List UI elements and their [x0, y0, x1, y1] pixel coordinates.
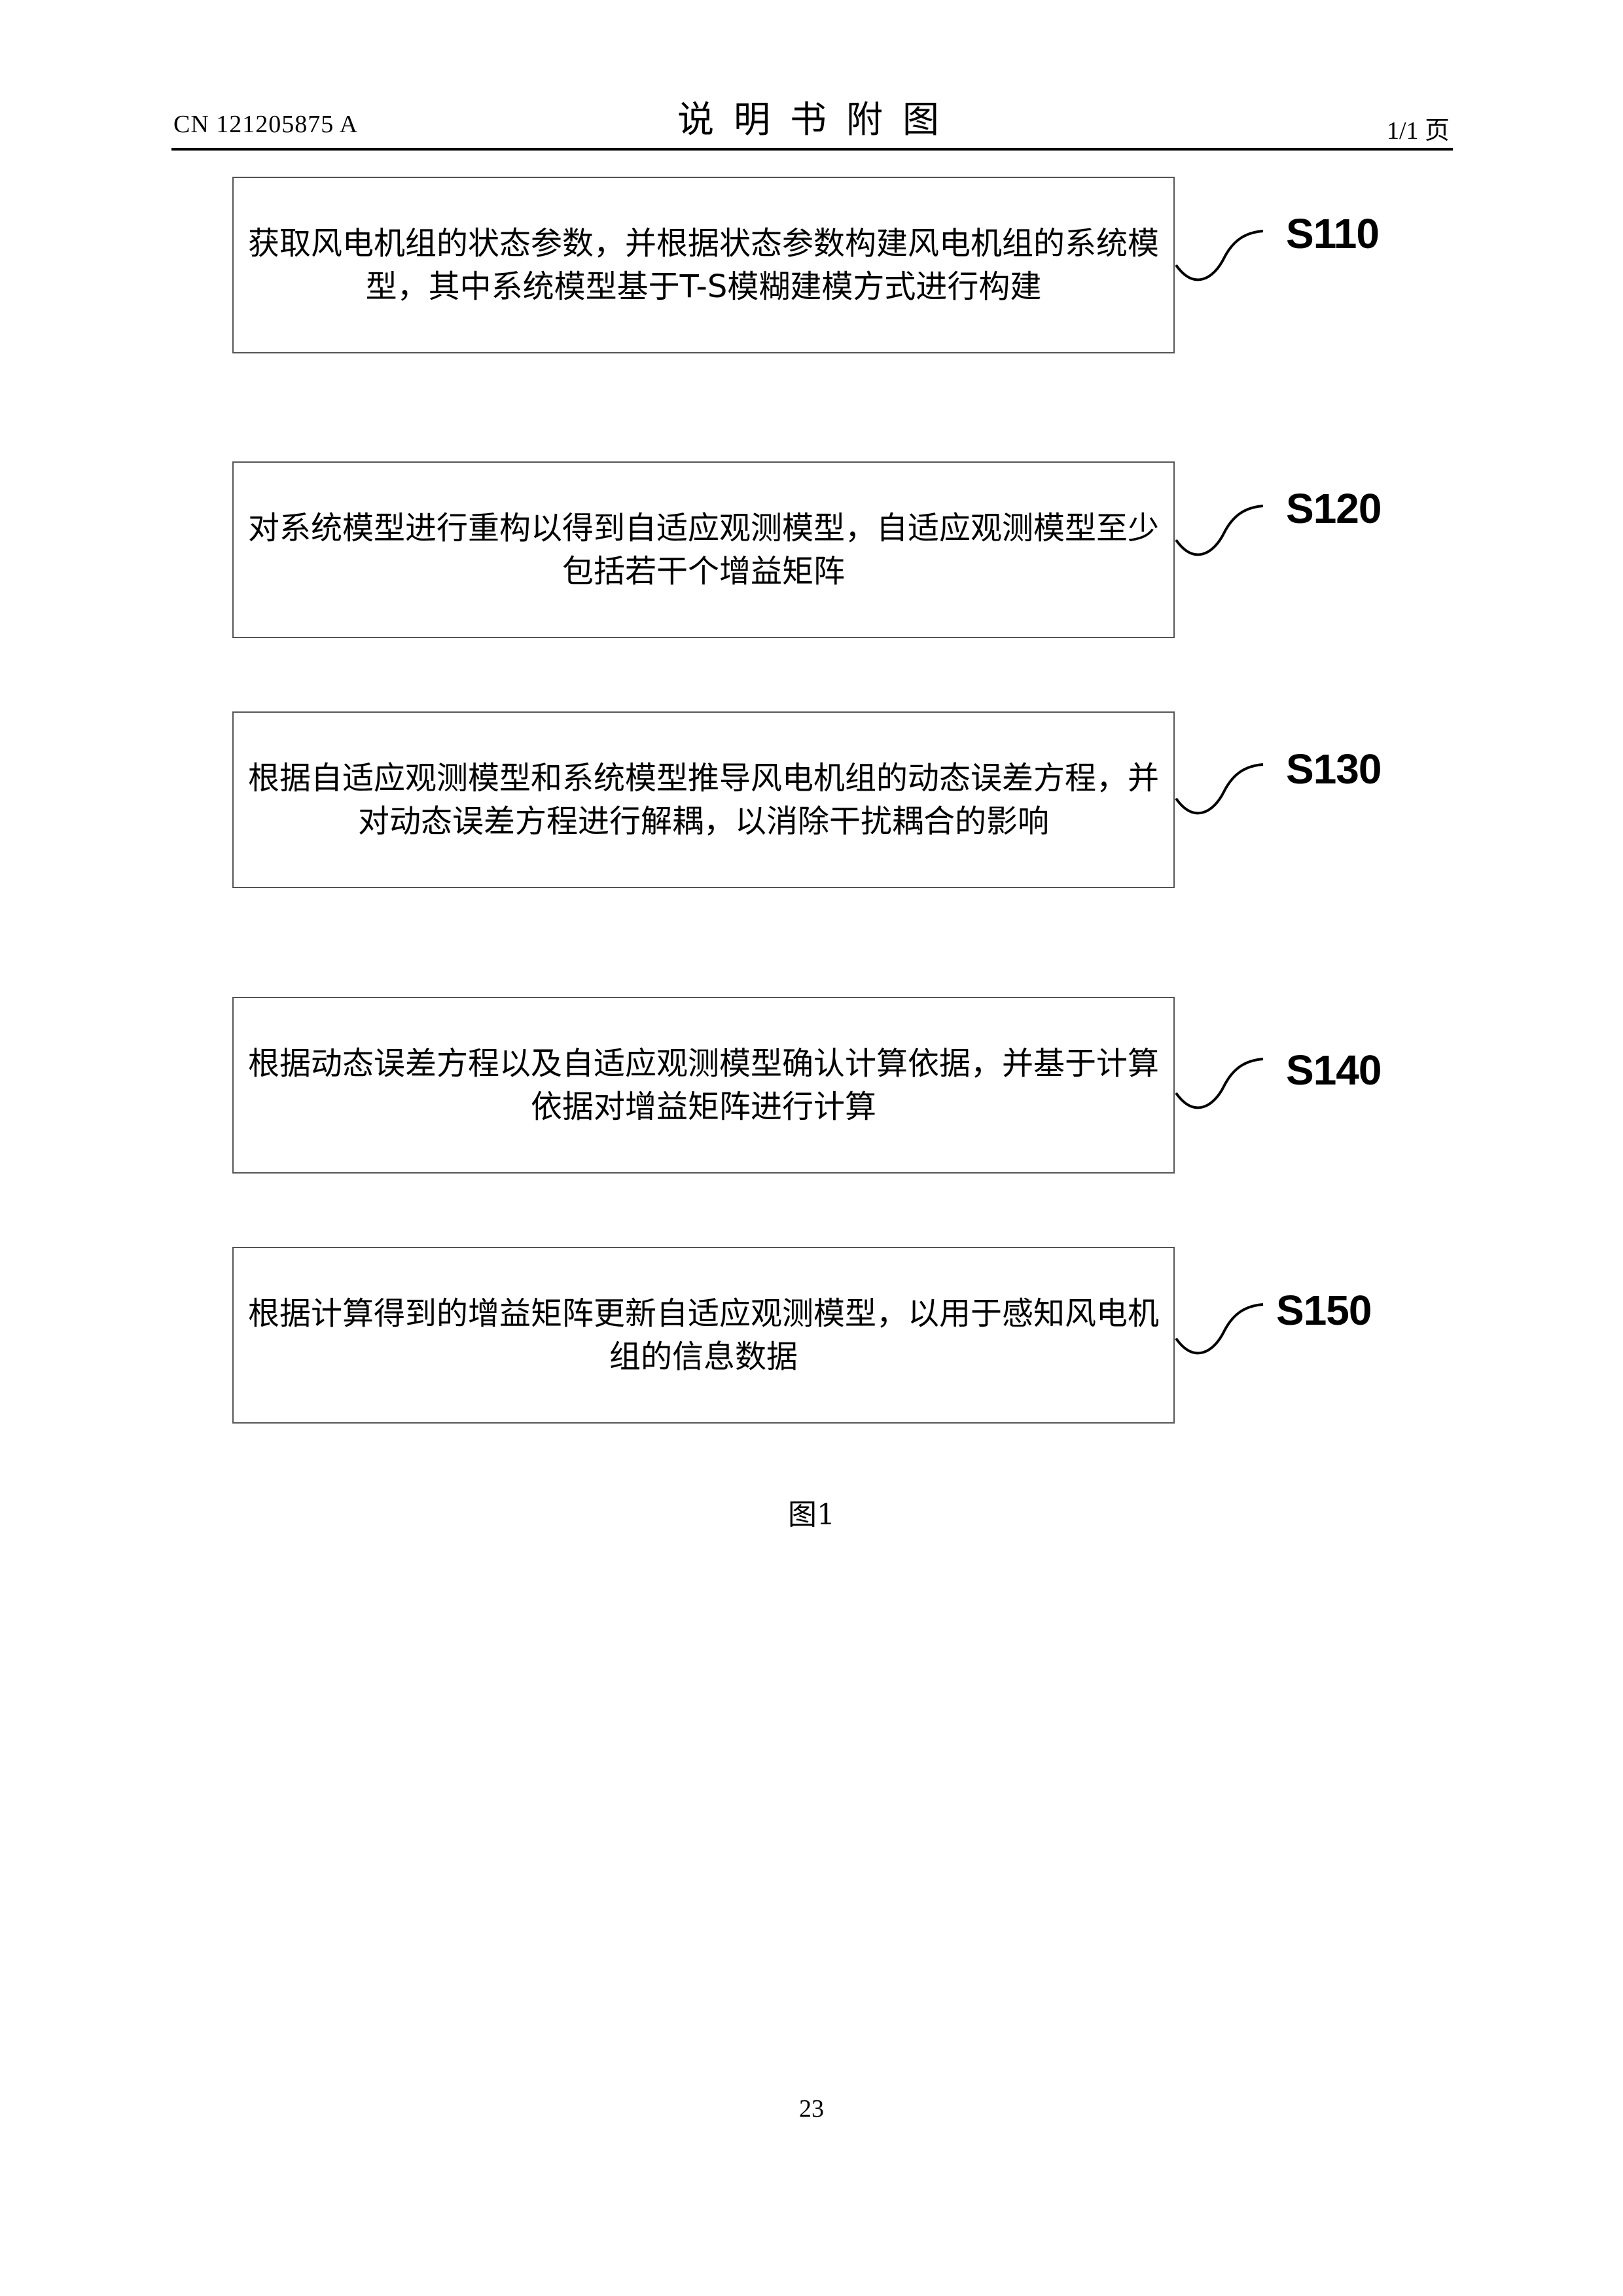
step-label-s120: S120 [1286, 484, 1381, 533]
step-text-s150: 根据计算得到的增益矩阵更新自适应观测模型，以用于感知风电机组的信息数据 [244, 1292, 1163, 1378]
page-indicator: 1/1 页 [1387, 110, 1450, 146]
step-box-s130: 根据自适应观测模型和系统模型推导风电机组的动态误差方程，并对动态误差方程进行解耦… [232, 711, 1175, 888]
step-box-s140: 根据动态误差方程以及自适应观测模型确认计算依据，并基于计算依据对增益矩阵进行计算 [232, 997, 1175, 1174]
step-text-s110: 获取风电机组的状态参数，并根据状态参数构建风电机组的系统模型，其中系统模型基于T… [244, 222, 1163, 308]
step-connector-s150 [1175, 1293, 1266, 1371]
step-label-s130: S130 [1286, 745, 1381, 793]
step-label-s150: S150 [1276, 1286, 1371, 1335]
figure-caption: 图1 [746, 1491, 877, 1533]
header-divider [171, 148, 1453, 151]
step-box-s150: 根据计算得到的增益矩阵更新自适应观测模型，以用于感知风电机组的信息数据 [232, 1247, 1175, 1424]
header-title: 说明书附图 [641, 90, 995, 143]
step-text-s120: 对系统模型进行重构以得到自适应观测模型，自适应观测模型至少包括若干个增益矩阵 [244, 507, 1163, 593]
step-text-s130: 根据自适应观测模型和系统模型推导风电机组的动态误差方程，并对动态误差方程进行解耦… [244, 757, 1163, 843]
step-label-s110: S110 [1286, 209, 1379, 258]
step-label-s140: S140 [1286, 1046, 1381, 1094]
step-connector-s110 [1175, 219, 1266, 298]
step-connector-s140 [1175, 1047, 1266, 1126]
step-box-s110: 获取风电机组的状态参数，并根据状态参数构建风电机组的系统模型，其中系统模型基于T… [232, 177, 1175, 353]
step-connector-s120 [1175, 494, 1266, 573]
step-connector-s130 [1175, 753, 1266, 831]
step-box-s120: 对系统模型进行重构以得到自适应观测模型，自适应观测模型至少包括若干个增益矩阵 [232, 461, 1175, 638]
step-text-s140: 根据动态误差方程以及自适应观测模型确认计算依据，并基于计算依据对增益矩阵进行计算 [244, 1042, 1163, 1128]
document-number: CN 121205875 A [173, 110, 358, 139]
page-number: 23 [746, 2094, 877, 2123]
